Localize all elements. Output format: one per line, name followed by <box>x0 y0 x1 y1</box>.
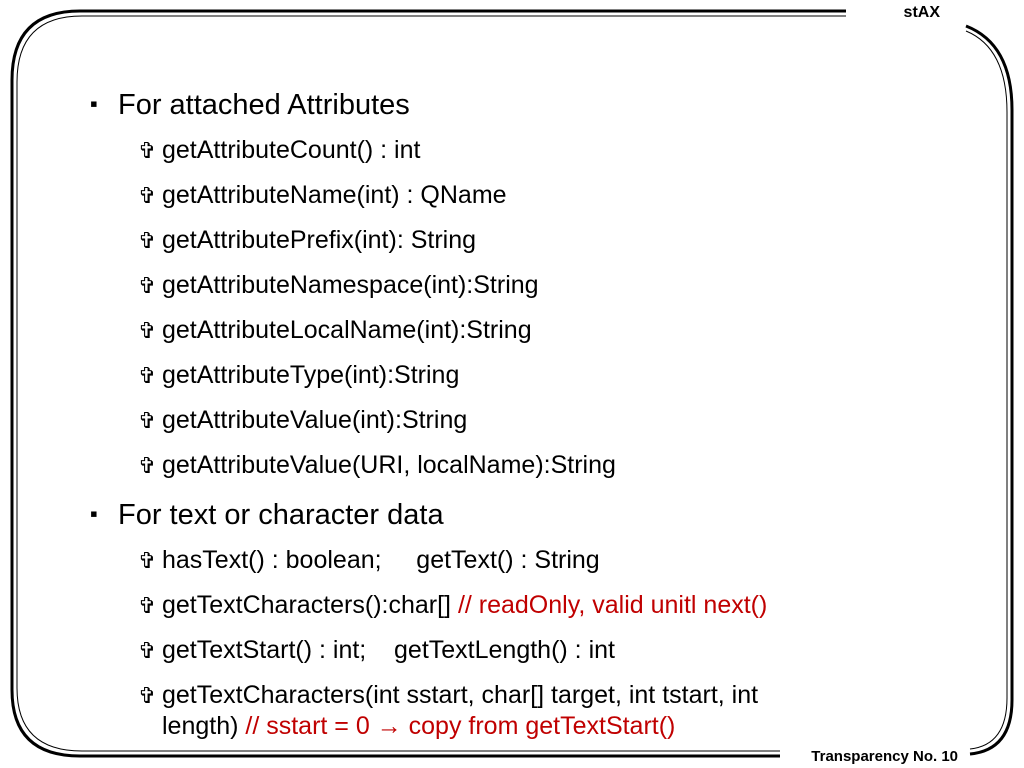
list-item-text: getAttributeValue(URI, localName):String <box>162 451 616 479</box>
list-item: ✞getAttributePrefix(int): String <box>138 225 476 256</box>
list-item: ✞getAttributeNamespace(int):String <box>138 270 539 301</box>
cross-bullet-icon: ✞ <box>138 453 157 478</box>
list-item: ✞getAttributeValue(URI, localName):Strin… <box>138 450 616 481</box>
list-item-text: getAttributeValue(int):String <box>162 406 468 434</box>
list-item-text: getAttributePrefix(int): String <box>162 226 477 254</box>
list-item: ✞hasText() : boolean; getText() : String <box>138 545 600 576</box>
list-item: ✞getAttributeLocalName(int):String <box>138 315 532 346</box>
frame-border-right <box>965 24 1014 756</box>
frame-border-right-inner <box>965 30 1008 750</box>
code-comment: // readOnly, valid unitl next() <box>457 591 768 619</box>
list-item-text: hasText() : boolean; getText() : String <box>162 546 600 574</box>
list-item-continuation: length) // sstart = 0 → copy from getTex… <box>138 711 758 741</box>
code-comment: // sstart = 0 → copy from getTextStart() <box>245 712 676 740</box>
slide-header-label: stAX <box>903 4 940 21</box>
cross-bullet-icon: ✞ <box>138 228 157 253</box>
frame-border-inner <box>16 15 846 752</box>
square-bullet-icon: ▪ <box>90 501 98 526</box>
list-item-text: getTextCharacters():char[] <box>162 591 458 619</box>
list-item: ✞getAttributeCount() : int <box>138 135 420 166</box>
cross-bullet-icon: ✞ <box>138 138 157 163</box>
list-item-text: getAttributeCount() : int <box>162 136 421 164</box>
slide-footer-label: Transparency No. 10 <box>811 748 958 765</box>
list-item-text: getAttributeType(int):String <box>162 361 460 389</box>
section-heading: ▪ For text or character data <box>90 498 444 531</box>
list-item: ✞getAttributeValue(int):String <box>138 405 467 436</box>
cross-bullet-icon: ✞ <box>138 683 157 708</box>
section-heading-text: For text or character data <box>118 499 444 531</box>
cross-bullet-icon: ✞ <box>138 318 157 343</box>
cross-bullet-icon: ✞ <box>138 593 157 618</box>
list-item-text: getAttributeNamespace(int):String <box>162 271 539 299</box>
square-bullet-icon: ▪ <box>90 91 98 116</box>
cross-bullet-icon: ✞ <box>138 273 157 298</box>
list-item-text: getAttributeName(int) : QName <box>162 181 507 209</box>
cross-bullet-icon: ✞ <box>138 548 157 573</box>
cross-bullet-icon: ✞ <box>138 363 157 388</box>
list-item: ✞getAttributeName(int) : QName <box>138 180 507 211</box>
frame-border <box>10 9 846 758</box>
list-item: ✞getTextCharacters():char[] // readOnly,… <box>138 590 767 621</box>
cross-bullet-icon: ✞ <box>138 183 157 208</box>
list-item-continuation-text: length) <box>162 712 246 740</box>
section-heading-text: For attached Attributes <box>118 89 410 121</box>
section-heading: ▪ For attached Attributes <box>90 88 410 121</box>
list-item-text: getTextStart() : int; getTextLength() : … <box>162 636 615 664</box>
cross-bullet-icon: ✞ <box>138 408 157 433</box>
list-item: ✞getTextCharacters(int sstart, char[] ta… <box>138 680 758 741</box>
list-item: ✞getTextStart() : int; getTextLength() :… <box>138 635 615 666</box>
list-item-text: getTextCharacters(int sstart, char[] tar… <box>162 681 759 709</box>
list-item-text: getAttributeLocalName(int):String <box>162 316 532 344</box>
list-item: ✞getAttributeType(int):String <box>138 360 459 391</box>
cross-bullet-icon: ✞ <box>138 638 157 663</box>
